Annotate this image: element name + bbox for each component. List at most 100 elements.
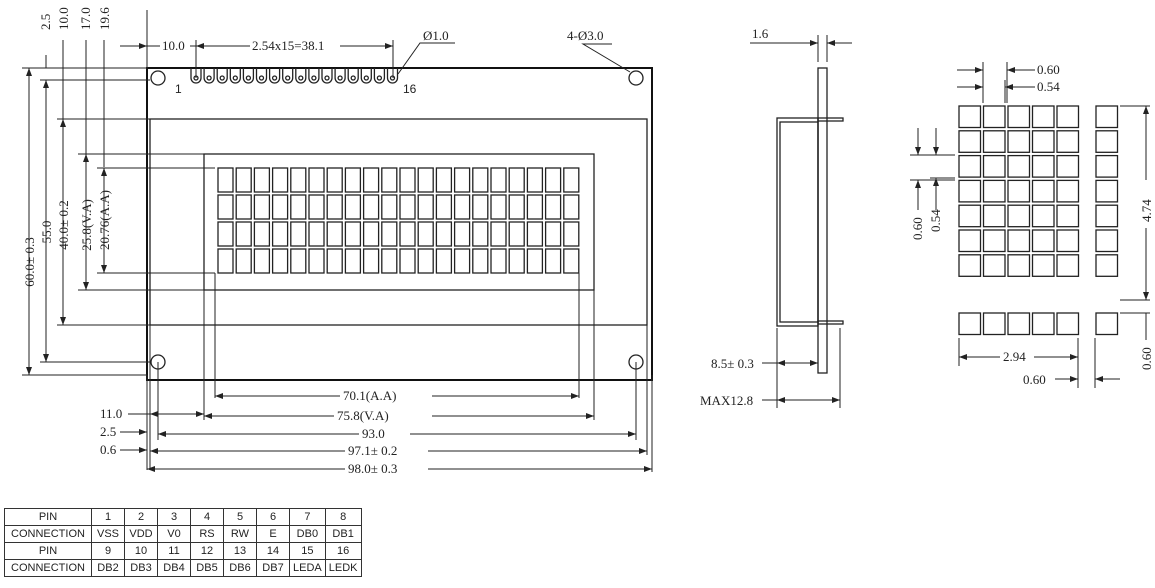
dim-char-width: 2.94 <box>1003 349 1026 364</box>
dot-cell <box>1031 229 1055 253</box>
char-cell <box>490 167 507 193</box>
char-cell <box>490 221 507 247</box>
pin-table-cell: 4 <box>190 508 224 526</box>
pin-table-cell: 5 <box>223 508 257 526</box>
char-cell <box>508 194 525 220</box>
char-cell <box>308 167 325 193</box>
pin-header <box>190 68 399 84</box>
pin-16-label: 16 <box>403 82 417 96</box>
char-cell <box>435 194 453 220</box>
pin-1-label: 1 <box>175 82 182 96</box>
dim-pin-offset: 10.0 <box>162 38 185 53</box>
dim-pcb-thickness: 1.6 <box>752 26 769 41</box>
pin-pad-icon <box>255 68 268 84</box>
dot-cell <box>1056 154 1080 178</box>
dim-width-bezel: 97.1± 0.2 <box>348 443 397 458</box>
dim-depth: 8.5± 0.3 <box>711 356 754 371</box>
char-cell <box>217 221 234 247</box>
bezel-outline <box>149 118 648 326</box>
char-cell <box>290 221 307 247</box>
pin-table-cell: DB4 <box>157 559 191 577</box>
char-cell <box>453 167 471 193</box>
char-cell <box>399 194 416 220</box>
char-cell <box>435 248 453 274</box>
char-cell <box>381 248 398 274</box>
pin-hole-icon <box>245 75 252 81</box>
char-cell <box>490 248 507 274</box>
pin-hole-icon <box>311 75 317 81</box>
dim-bezel-offset: 0.6 <box>100 442 117 457</box>
dot-cell <box>1056 204 1080 228</box>
pin-table-cell: DB3 <box>124 559 158 577</box>
pin-pad-icon <box>242 68 255 84</box>
char-cell <box>362 248 380 274</box>
char-cell <box>308 194 325 220</box>
pin-table-cell: VDD <box>124 525 158 543</box>
dot-cell <box>1007 154 1031 178</box>
dot-cell <box>1007 105 1031 129</box>
pin-pad-icon <box>334 68 346 84</box>
dot-cell <box>1095 154 1119 178</box>
pin-table-cell: VSS <box>91 525 125 543</box>
char-cell <box>508 248 525 274</box>
mount-hole-icon <box>628 70 644 86</box>
pin-hole-icon <box>258 75 265 81</box>
dot-cell <box>958 179 982 203</box>
dot-cell <box>982 179 1006 203</box>
char-cell <box>271 221 289 247</box>
dot-cell <box>1031 254 1055 277</box>
dot-cell <box>1031 154 1055 178</box>
pin-pad-icon <box>295 68 307 84</box>
char-cell <box>453 248 471 274</box>
cursor-dot-cell <box>1031 312 1055 336</box>
dot-cell <box>1056 229 1080 253</box>
pin-table-cell: V0 <box>157 525 191 543</box>
pin-table-cell: DB2 <box>91 559 125 577</box>
dim-height-total: 60.0± 0.3 <box>22 237 37 286</box>
char-cell <box>563 167 580 193</box>
dim-height-bezel: 40.0± 0.2 <box>56 200 71 249</box>
dim-hole-offset: 2.5 <box>100 424 116 439</box>
char-cell <box>290 167 307 193</box>
char-cell <box>399 221 416 247</box>
dot-cell <box>1031 204 1055 228</box>
char-cell <box>417 167 434 193</box>
dot-cell <box>1031 105 1055 129</box>
char-cell <box>544 248 562 274</box>
dot-cell <box>1095 179 1119 203</box>
char-cell <box>235 221 252 247</box>
dim-top-2.5: 2.5 <box>38 14 53 30</box>
char-cell <box>417 248 434 274</box>
dot-cell <box>1056 130 1080 153</box>
side-lcd-body <box>776 117 819 327</box>
cursor-dot-cell <box>1056 312 1080 336</box>
char-cell <box>526 248 544 274</box>
char-cell <box>308 248 325 274</box>
char-cell <box>217 194 234 220</box>
dim-v-pitch: 0.60 <box>910 217 925 240</box>
dim-top-10.0: 10.0 <box>56 7 71 30</box>
char-cell <box>326 221 343 247</box>
pin-pad-icon <box>373 68 386 84</box>
side-pcb <box>817 67 828 374</box>
pin-pad-icon <box>268 68 281 84</box>
dim-v-size: 0.54 <box>928 209 943 232</box>
dot-matrix-grid <box>958 105 1119 336</box>
pin-pad-icon <box>203 68 215 84</box>
pin-table-cell: 1 <box>91 508 125 526</box>
char-cell <box>344 221 362 247</box>
cursor-dot-cell <box>1095 312 1119 336</box>
char-cell <box>217 167 234 193</box>
dot-cell <box>1007 130 1031 153</box>
pin-table-cell: 2 <box>124 508 158 526</box>
dot-cell <box>1095 229 1119 253</box>
dot-cell <box>1056 179 1080 203</box>
char-cell <box>563 194 580 220</box>
character-detail: 0.60 0.54 0.60 0.54 4.74 0.60 2.94 0.60 <box>910 62 1154 388</box>
dot-cell <box>958 229 982 253</box>
char-cell <box>563 248 580 274</box>
char-cell <box>544 221 562 247</box>
char-cell <box>362 194 380 220</box>
